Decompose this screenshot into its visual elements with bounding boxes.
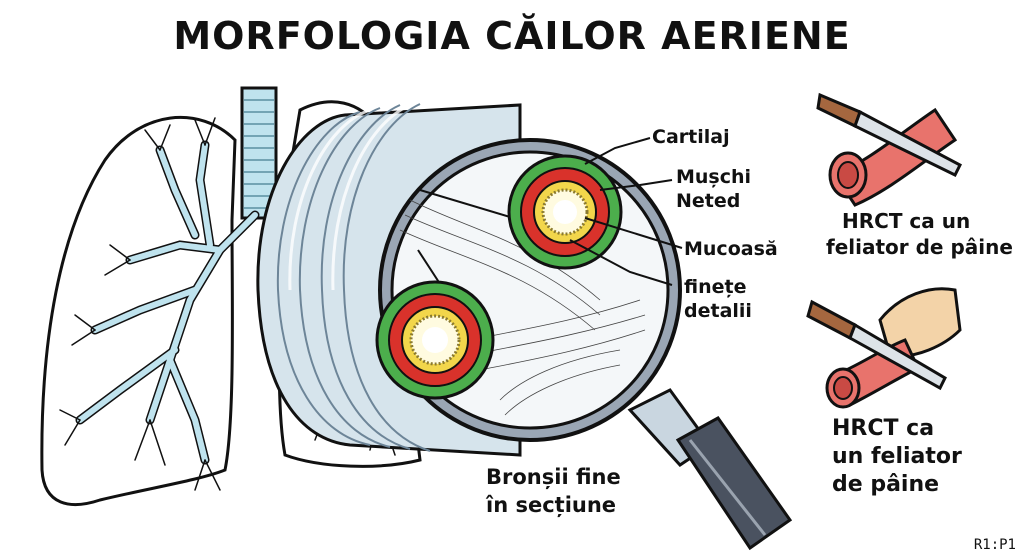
knife-slicing-tube-bottom [806,287,962,409]
caption-bronchi-line1: Bronșii fine [486,465,621,489]
panel-bottom-caption-line3: de pâine [832,472,940,497]
panel-top-caption-line2: feliator de pâine [826,235,1013,259]
bronchus-cross-section-small [375,280,495,400]
label-mucosa: Mucoasă [684,238,778,260]
label-fine-detail-line1: finețe [684,276,747,298]
panel-top-caption-line1: HRCT ca un [842,209,971,233]
panel-bottom-caption-line2: un feliator [832,444,962,469]
bronchial-tree [59,117,396,491]
label-fine-detail-line2: detalii [684,300,752,322]
corner-tag: R1:P1 [973,537,1016,553]
caption-bronchi-line2: în secțiune [486,493,617,517]
leader-lines [569,137,683,286]
magnifier-handle [627,388,793,551]
bronchus-cross-section-large [507,154,623,270]
label-smooth-muscle-line2: Neted [676,190,741,212]
knife-slicing-tube-top [816,92,962,207]
diagram-title: MORFOLOGIA CĂILOR AERIENE [173,14,851,58]
label-smooth-muscle-line1: Mușchi [676,166,752,188]
panel-bottom-caption-line1: HRCT ca [832,416,935,441]
label-cartilage: Cartilaj [652,126,730,148]
